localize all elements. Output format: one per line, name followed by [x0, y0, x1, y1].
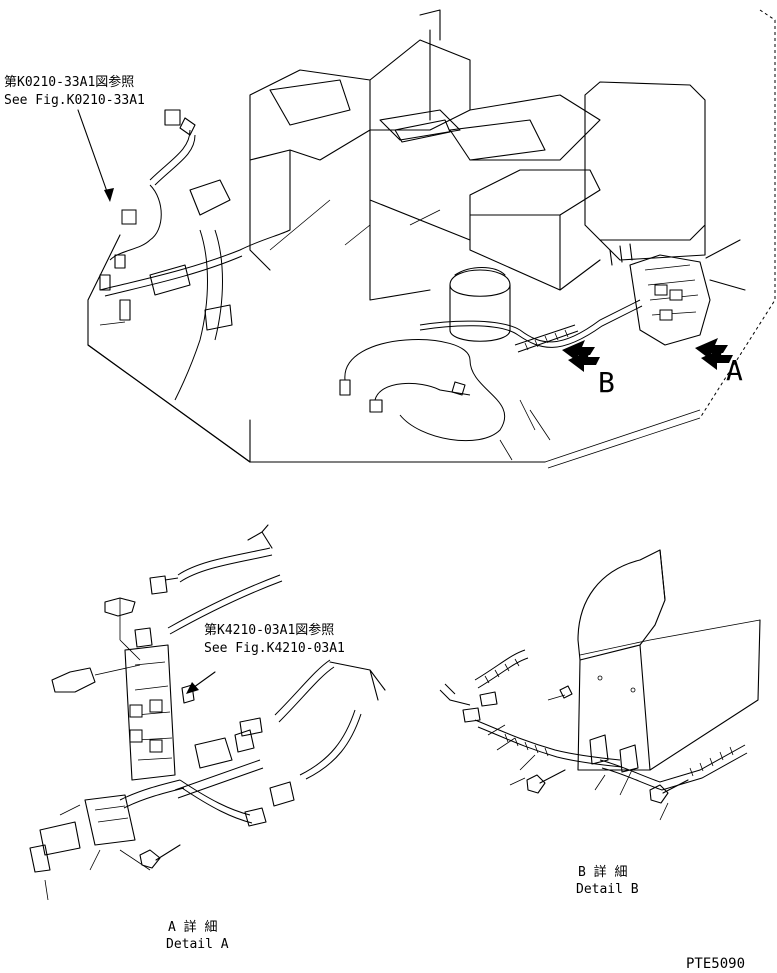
detail-b-title-jp: B 詳 細 — [578, 864, 627, 880]
detail-a-view — [29, 524, 386, 901]
view-label-a: A — [726, 354, 743, 387]
detail-b-view — [439, 549, 761, 821]
view-arrow-b — [562, 340, 600, 372]
view-label-b: B — [598, 366, 615, 399]
detail-a-title-en: Detail A — [166, 937, 229, 952]
detail-b-title-en: Detail B — [576, 882, 639, 897]
mid-reference-en: See Fig.K4210-03A1 — [204, 641, 345, 656]
top-reference-en: See Fig.K0210-33A1 — [4, 93, 145, 108]
top-reference-jp: 第K0210-33A1図参照 — [4, 74, 134, 90]
detail-a-title-jp: A 詳 細 — [168, 919, 217, 935]
view-arrow-a — [695, 338, 733, 370]
main-assembly-view — [77, 9, 776, 469]
drawing-code: PTE5090 — [686, 956, 745, 972]
mid-reference-jp: 第K4210-03A1図参照 — [204, 622, 334, 638]
